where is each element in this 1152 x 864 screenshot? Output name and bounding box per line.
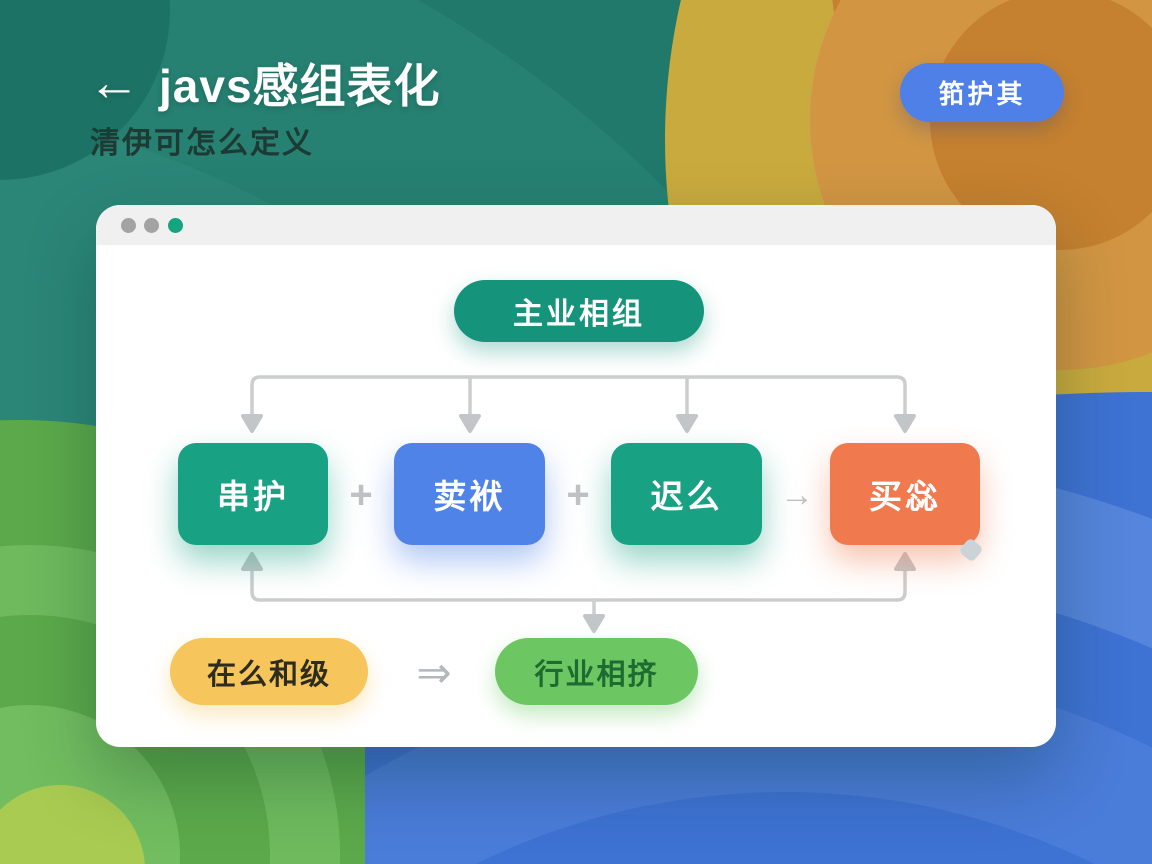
diagram-node: 买惢 [830, 443, 980, 545]
plus-operator: + [349, 472, 373, 517]
diagram-node: 荬袱 [394, 443, 545, 545]
page-subtitle: 清伊可怎么定义 [90, 127, 314, 160]
diagram-bottom-left-node: 在么和级 [170, 638, 368, 705]
back-arrow-icon[interactable]: ← [88, 54, 141, 112]
window-dot-icon [168, 218, 183, 233]
diagram-root-node: 主业相组 [454, 280, 704, 342]
diagram-bottom-right-node: 行业相挤 [495, 638, 698, 705]
arrow-operator-icon: → [780, 475, 814, 514]
window-titlebar [96, 205, 1056, 245]
diagram-node: 串护 [178, 443, 328, 545]
page-title-text: javs感组表化 [159, 60, 441, 112]
page-title: ← javs感组表化 [88, 50, 441, 116]
window-dot-icon [121, 218, 136, 233]
diagram-node: 迟么 [611, 443, 762, 545]
window-dot-icon [144, 218, 159, 233]
plus-operator: + [566, 472, 590, 517]
window-card: 主业相组 串护 + 荬袱 + 迟么 → 买惢 在么和级 ⇒ 行业相挤 [96, 205, 1056, 747]
double-arrow-icon: ⇒ [416, 648, 452, 696]
action-button[interactable]: 筘护其 [900, 63, 1064, 122]
